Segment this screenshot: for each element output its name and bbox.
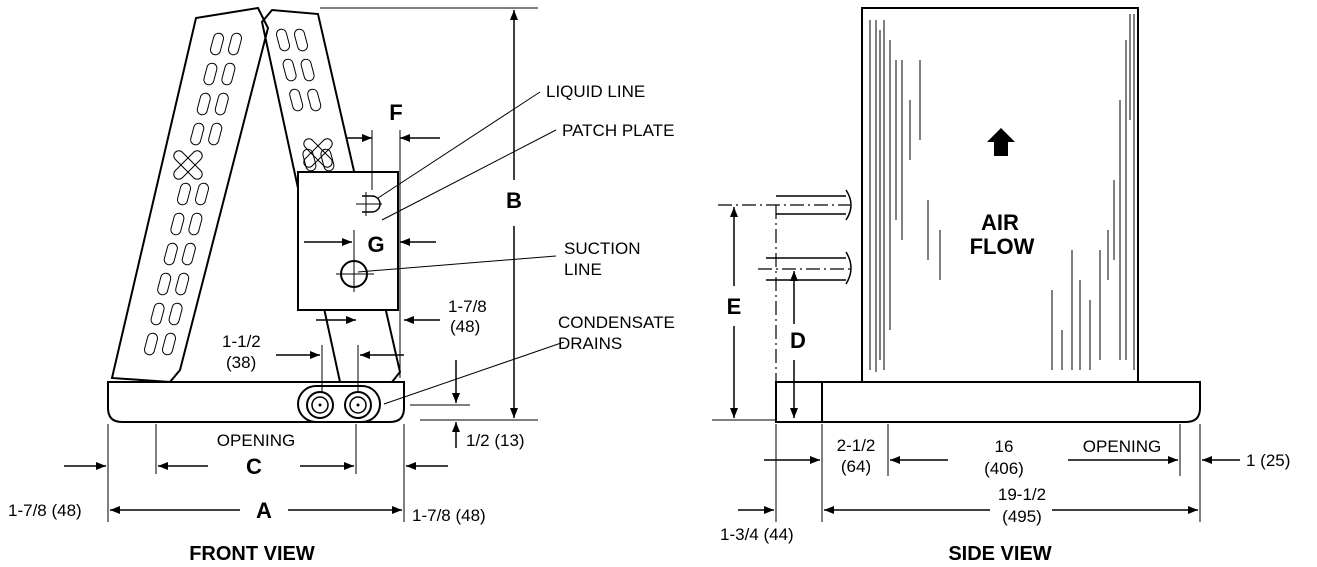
leader-lines	[357, 91, 565, 405]
coil-slot	[163, 242, 178, 266]
coil-slot	[282, 58, 297, 82]
coil-slot	[275, 28, 291, 52]
coil-slot	[203, 62, 218, 86]
side-stub-pipes	[718, 189, 852, 382]
coil-slot	[196, 92, 211, 116]
dimension-side-opening	[738, 424, 1240, 522]
dim-side-total-1: 19-1/2	[998, 485, 1046, 504]
suction-line-label-1: SUCTION	[564, 239, 641, 258]
letter-f: F	[389, 100, 402, 125]
side-view: E D AIR FLOW 2-1/2 (64) 16 (406	[712, 7, 1290, 565]
coil-slot	[190, 122, 205, 146]
coil-slot	[188, 212, 203, 236]
coil-slot	[161, 332, 177, 356]
liquid-line-label: LIQUID LINE	[546, 82, 645, 101]
coil-slot	[289, 88, 304, 112]
dimension-drain-spacing	[276, 345, 404, 392]
coil-slot	[143, 332, 159, 356]
condensate-label-2: DRAINS	[558, 334, 622, 353]
dim-side-right: 1 (25)	[1246, 451, 1290, 470]
dim-drain-2: (38)	[226, 353, 256, 372]
side-drain-pan	[821, 381, 1201, 423]
letter-e: E	[727, 294, 742, 319]
dim-left-edge: 1-7/8 (48)	[8, 501, 82, 520]
coil-slot	[168, 302, 183, 326]
coil-slot	[307, 88, 322, 112]
drain-pan	[107, 381, 405, 423]
coil-slot	[150, 302, 165, 326]
condensate-label-1: CONDENSATE	[558, 313, 675, 332]
condensate-drains	[297, 385, 381, 423]
coil-slot	[320, 148, 335, 172]
coil-slot	[170, 212, 185, 236]
dim-side-offset: 1-3/4 (44)	[720, 525, 794, 544]
dimension-g	[304, 230, 436, 258]
dim-half: 1/2 (13)	[466, 431, 525, 450]
coil-slot	[302, 148, 317, 172]
side-coil-fins	[869, 14, 1135, 372]
dimension-a	[64, 424, 448, 522]
suction-line-label-2: LINE	[564, 260, 602, 279]
coil-slot	[194, 182, 210, 206]
dim-drain-1: 1-1/2	[222, 332, 261, 351]
coil-slot	[209, 32, 225, 56]
airflow-arrow-icon	[987, 128, 1015, 156]
coil-slot	[208, 122, 223, 146]
side-drain-fitting	[775, 381, 823, 423]
letter-g: G	[367, 232, 384, 257]
letter-b: B	[506, 188, 522, 213]
dim-side-left-1: 2-1/2	[837, 436, 876, 455]
right-coil-slots	[275, 28, 335, 172]
side-view-title: SIDE VIEW	[948, 543, 1051, 565]
dimension-half-inch	[410, 360, 470, 448]
dim-side-mid-2: (406)	[984, 459, 1024, 478]
dimension-c	[155, 424, 357, 474]
coil-slot	[175, 272, 190, 296]
letter-d: D	[790, 328, 806, 353]
dim-pipe-2: (48)	[450, 317, 480, 336]
liquid-line-fitting	[356, 192, 382, 216]
dim-pipe-1: 1-7/8	[448, 297, 487, 316]
flow-label: FLOW	[970, 234, 1035, 259]
dim-right-edge: 1-7/8 (48)	[412, 506, 486, 525]
dim-side-mid-1: 16	[995, 437, 1014, 456]
front-opening-label: OPENING	[217, 431, 295, 450]
coil-slot	[300, 58, 315, 82]
left-coil-slots	[143, 32, 243, 356]
coil-slot	[157, 272, 172, 296]
air-label: AIR	[981, 210, 1019, 235]
front-view: B F G 1-7/8 (48) 1-1/2	[8, 6, 675, 565]
side-coil	[861, 7, 1139, 383]
coil-slot	[181, 242, 196, 266]
coil-slot	[293, 28, 309, 52]
suction-line-fitting	[336, 258, 374, 292]
front-view-title: FRONT VIEW	[189, 543, 315, 565]
letter-a: A	[256, 498, 272, 523]
coil-slot	[176, 182, 192, 206]
dim-side-left-2: (64)	[841, 457, 871, 476]
left-coil-slab	[110, 6, 270, 384]
coil-slot	[221, 62, 236, 86]
coil-slot	[214, 92, 229, 116]
dim-side-total-2: (495)	[1002, 507, 1042, 526]
dimension-f	[346, 130, 440, 378]
letter-c: C	[246, 454, 262, 479]
right-cross-mark	[303, 138, 333, 168]
dimension-e	[712, 207, 776, 421]
patch-plate-label: PATCH PLATE	[562, 121, 674, 140]
coil-slot	[227, 32, 243, 56]
side-opening-label: OPENING	[1083, 437, 1161, 456]
left-cross-mark	[173, 150, 203, 180]
